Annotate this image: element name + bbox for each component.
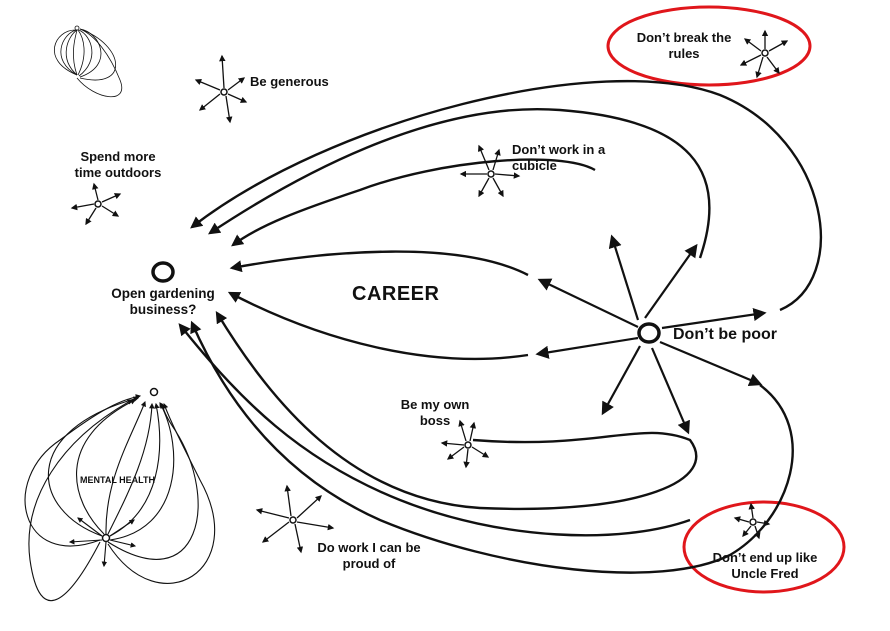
label-mental-health: MENTAL HEALTH xyxy=(80,475,155,485)
label-cubicle: Don’t work in a cubicle xyxy=(512,142,606,173)
label-be-generous: Be generous xyxy=(250,74,329,89)
arc-rules xyxy=(190,79,822,312)
goal-node xyxy=(151,261,175,283)
star-be-generous xyxy=(194,54,248,124)
arc-uncle-fred xyxy=(190,320,794,574)
source-label: Don’t be poor xyxy=(673,326,777,343)
goal-label: Open gardening business? xyxy=(111,286,215,317)
label-proud: Do work I can be proud of xyxy=(317,540,421,571)
label-own-boss: Be my own boss xyxy=(400,397,470,428)
star-rules xyxy=(739,29,789,79)
arc-mid-lower xyxy=(227,291,529,361)
arc-mid-upper xyxy=(229,250,529,277)
star-uncle-fred xyxy=(733,502,771,540)
star-proud xyxy=(255,484,335,554)
arc-cubicle-inner xyxy=(231,158,596,247)
label-rules: Don’t break the rules xyxy=(636,30,732,61)
highlight-ellipse-uncle-fred xyxy=(682,500,846,594)
mental-health-loop xyxy=(24,387,216,602)
star-own-boss xyxy=(440,419,490,469)
arc-low xyxy=(178,323,691,537)
career-arcs xyxy=(178,79,822,574)
star-cubicle xyxy=(459,144,521,198)
label-outdoors: Spend more time outdoors xyxy=(74,149,162,180)
diagram-title: CAREER xyxy=(352,283,440,305)
star-nodes xyxy=(70,29,789,554)
star-outdoors xyxy=(70,182,122,226)
source-node xyxy=(637,322,661,344)
label-uncle-fred: Don’t end up like Uncle Fred xyxy=(712,550,818,581)
arc-cubicle-outer xyxy=(207,107,711,259)
arc-own-boss xyxy=(215,310,698,511)
mini-loop-diagram xyxy=(54,25,123,98)
source-arrows xyxy=(535,234,767,435)
highlight-ellipse-rules xyxy=(606,5,812,87)
